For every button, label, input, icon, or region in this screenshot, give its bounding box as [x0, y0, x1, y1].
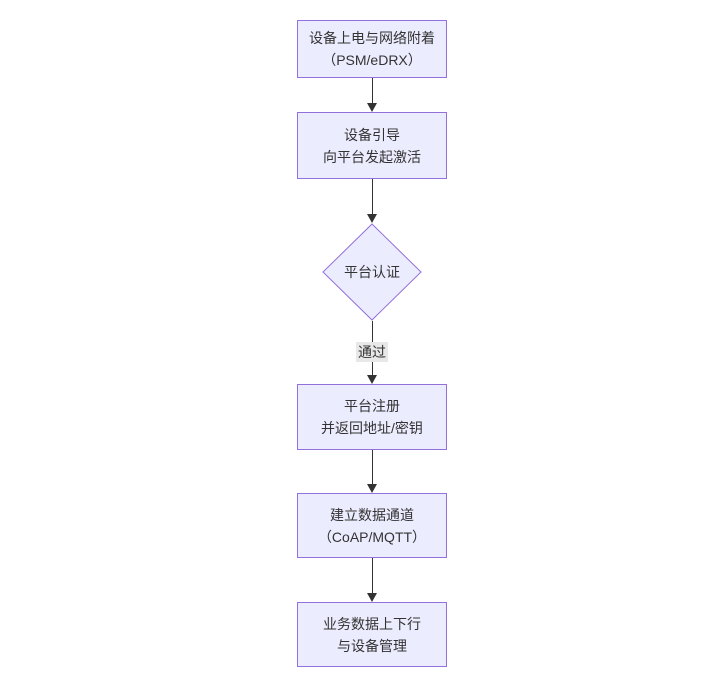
node-data-channel: 建立数据通道 （CoAP/MQTT）	[297, 493, 447, 558]
node-text-line: （PSM/eDRX）	[322, 52, 422, 68]
flow-arrow-5	[366, 558, 378, 602]
arrowhead-down-icon	[367, 214, 377, 223]
arrow-line	[371, 78, 373, 103]
node-business-data-management: 业务数据上下行 与设备管理	[297, 602, 447, 667]
node-text-line: 与设备管理	[337, 637, 407, 654]
node-device-bootstrap: 设备引导 向平台发起激活	[297, 112, 447, 179]
flow-arrow-4	[366, 450, 378, 493]
flow-arrow-1	[366, 78, 378, 112]
flow-arrow-2	[366, 179, 378, 223]
diamond-shape	[322, 223, 422, 321]
edge-label-pass: 通过	[356, 342, 388, 362]
node-text-line: （CoAP/MQTT）	[317, 528, 427, 545]
node-platform-register: 平台注册 并返回地址/密钥	[297, 384, 447, 450]
arrowhead-down-icon	[367, 103, 377, 112]
node-text-line: 建立数据通道	[330, 506, 414, 523]
node-text-line: 平台认证	[344, 264, 400, 280]
node-text-line: 并返回地址/密钥	[321, 420, 423, 436]
arrowhead-down-icon	[367, 484, 377, 493]
node-text-line: 设备上电与网络附着	[309, 30, 435, 46]
arrow-line	[371, 450, 373, 484]
node-text-line: 向平台发起激活	[323, 148, 421, 165]
arrowhead-down-icon	[367, 375, 377, 384]
arrow-line	[371, 558, 373, 593]
node-text-line: 设备引导	[344, 126, 400, 143]
node-power-on-network-attach: 设备上电与网络附着 （PSM/eDRX）	[297, 20, 447, 78]
node-platform-auth-decision: 平台认证	[322, 223, 422, 321]
arrow-line	[371, 179, 373, 214]
arrowhead-down-icon	[367, 593, 377, 602]
node-text-line: 业务数据上下行	[323, 615, 421, 632]
node-text-line: 平台注册	[344, 398, 400, 414]
